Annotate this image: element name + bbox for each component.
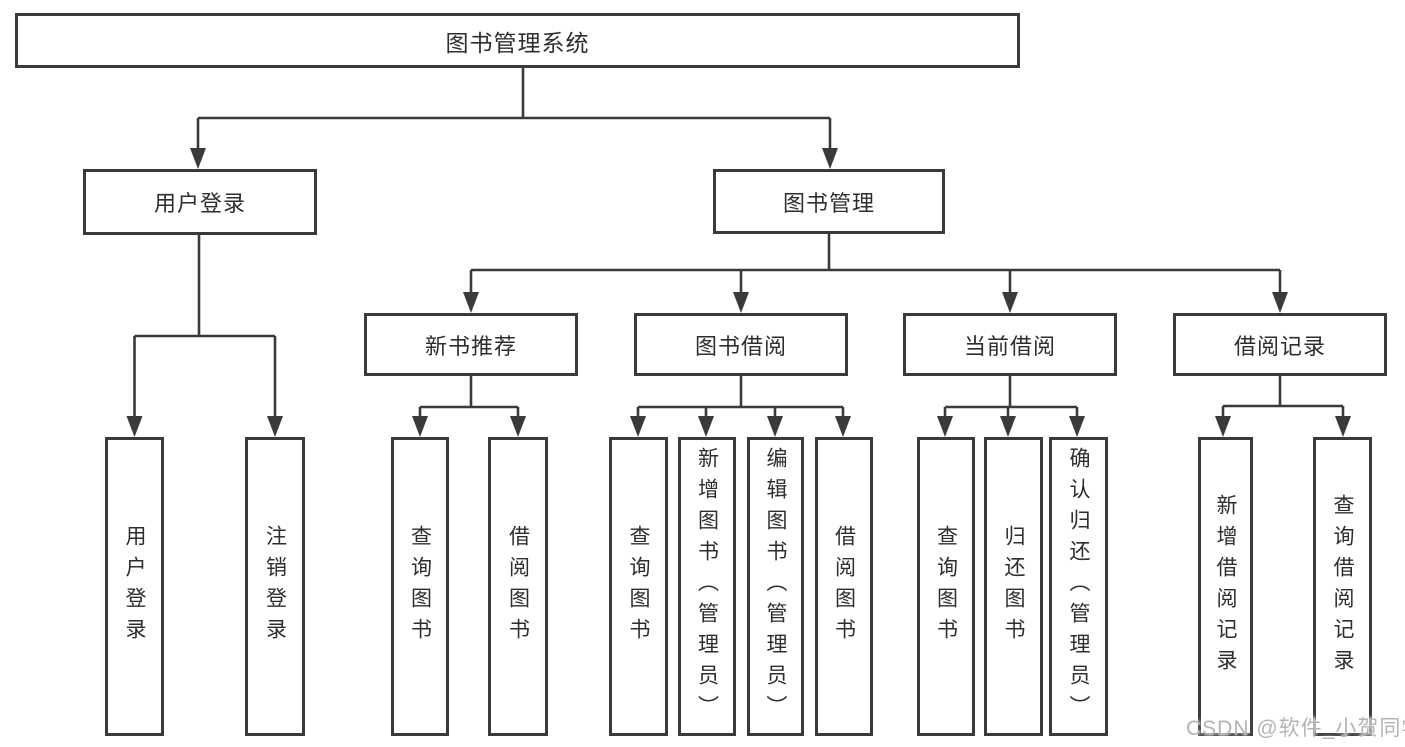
leaf-edit-books-admin: 编辑图书（管理员） [747, 437, 804, 736]
leaf-query-books-borrow: 查询图书 [609, 437, 668, 736]
leaf-query-books-recommend: 查询图书 [391, 437, 449, 736]
leaf-borrow-books-recommend: 借阅图书 [488, 437, 548, 736]
leaf-user-login: 用户登录 [105, 437, 164, 736]
leaf-add-books-admin: 新增图书（管理员） [678, 437, 736, 736]
leaf-query-books-current: 查询图书 [917, 437, 975, 736]
leaf-add-borrow-record: 新增借阅记录 [1198, 437, 1253, 736]
node-borrow-records: 借阅记录 [1173, 313, 1387, 376]
leaf-query-borrow-record: 查询借阅记录 [1313, 437, 1372, 736]
node-new-book-recommend: 新书推荐 [364, 313, 578, 376]
node-book-management: 图书管理 [713, 169, 945, 234]
leaf-logout: 注销登录 [245, 437, 305, 736]
node-book-borrow: 图书借阅 [634, 313, 848, 376]
leaf-return-books: 归还图书 [984, 437, 1043, 736]
csdn-watermark: CSDN @软件_小贺同学 [1186, 717, 1405, 740]
leaf-confirm-return-admin: 确认归还（管理员） [1049, 437, 1108, 736]
node-library-management-system: 图书管理系统 [15, 13, 1020, 68]
node-current-borrow: 当前借阅 [903, 313, 1117, 376]
node-user-login: 用户登录 [83, 169, 317, 235]
leaf-borrow-books: 借阅图书 [815, 437, 873, 736]
